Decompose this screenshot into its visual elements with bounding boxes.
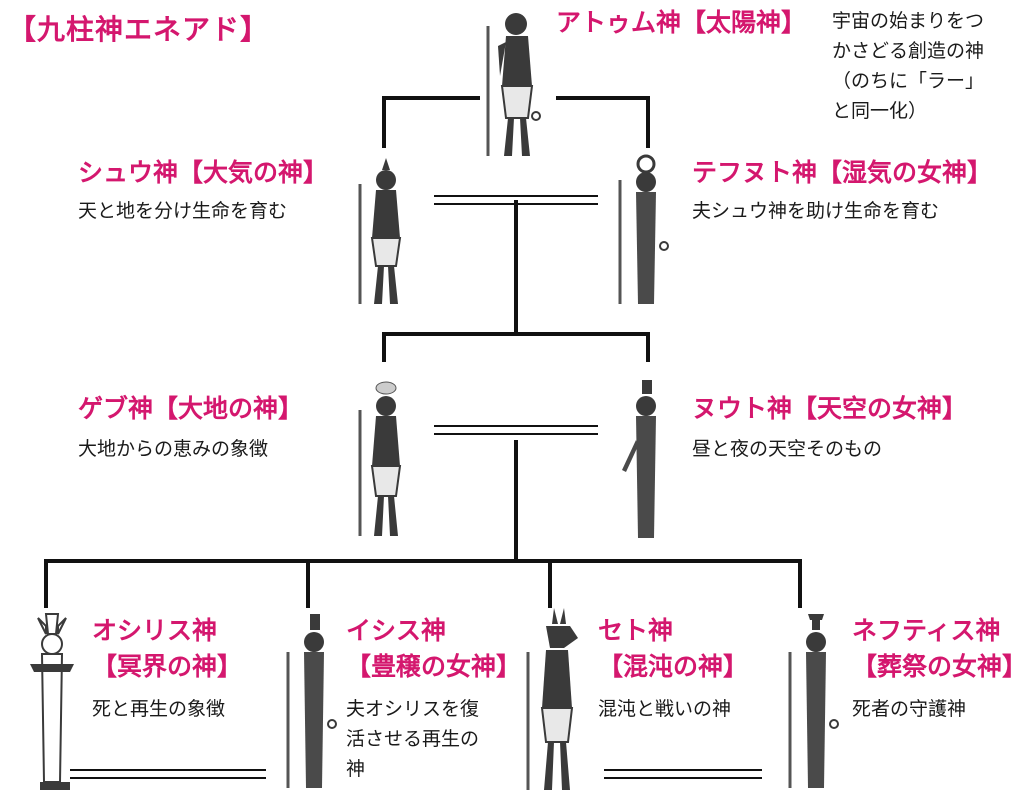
osiris-description: 死と再生の象徴 xyxy=(92,698,226,720)
shu-tefnut-to-children xyxy=(382,332,650,362)
nut-name: ヌウト神【天空の女神】 xyxy=(692,394,968,423)
isis-desc-line: 神 xyxy=(346,758,366,780)
isis-description: 夫オシリスを復 活させる再生の 神 xyxy=(346,694,516,784)
atum-desc-line: 宇宙の始まりをつ xyxy=(832,10,985,32)
geb-name: ゲブ神【大地の神】 xyxy=(78,394,304,423)
atum-figure xyxy=(486,13,541,156)
set-title: 【混沌の神】 xyxy=(598,652,749,681)
isis-title: 【豊穣の女神】 xyxy=(346,652,522,681)
nut-description: 昼と夜の天空そのもの xyxy=(692,438,883,460)
shu-figure xyxy=(358,158,402,304)
nephthys-description: 死者の守護神 xyxy=(852,698,967,720)
osiris-figure xyxy=(30,613,74,790)
isis-desc-line: 活させる再生の xyxy=(346,728,480,750)
nephthys-name: ネフティス神 xyxy=(852,616,1001,645)
tefnut-description: 夫シュウ神を助け生命を育む xyxy=(692,200,940,222)
atum-to-tefnut-line xyxy=(556,96,650,148)
shu-description: 天と地を分け生命を育む xyxy=(78,200,288,222)
atum-desc-line: かさどる創造の神 xyxy=(832,40,985,62)
geb-nut-to-children xyxy=(44,559,802,608)
isis-desc-line: 夫オシリスを復 xyxy=(346,698,480,720)
atum-description: 宇宙の始まりをつ かさどる創造の神 （のちに「ラー」 と同一化） xyxy=(832,6,1022,126)
nephthys-title: 【葬祭の女神】 xyxy=(852,652,1024,681)
isis-name: イシス神 xyxy=(346,616,447,645)
tefnut-name: テフヌト神【湿気の女神】 xyxy=(692,158,993,187)
tefnut-figure xyxy=(618,154,669,304)
isis-figure xyxy=(286,614,337,788)
set-figure xyxy=(526,608,578,790)
diagram-title: 【九柱神エネアド】 xyxy=(8,13,270,46)
geb-figure xyxy=(358,381,402,536)
shu-name: シュウ神【大気の神】 xyxy=(78,158,329,187)
geb-description: 大地からの恵みの象徴 xyxy=(78,438,269,460)
atum-desc-line: （のちに「ラー」 xyxy=(832,70,985,92)
atum-to-shu-line xyxy=(382,96,480,148)
osiris-name: オシリス神 xyxy=(92,616,218,645)
atum-desc-line: と同一化） xyxy=(832,100,928,122)
atum-name: アトゥム神【太陽神】 xyxy=(556,8,807,37)
nut-figure xyxy=(622,380,656,538)
osiris-title: 【冥界の神】 xyxy=(92,652,243,681)
set-description: 混沌と戦いの神 xyxy=(598,698,732,720)
set-name: セト神 xyxy=(598,616,674,645)
nephthys-figure xyxy=(788,614,839,788)
